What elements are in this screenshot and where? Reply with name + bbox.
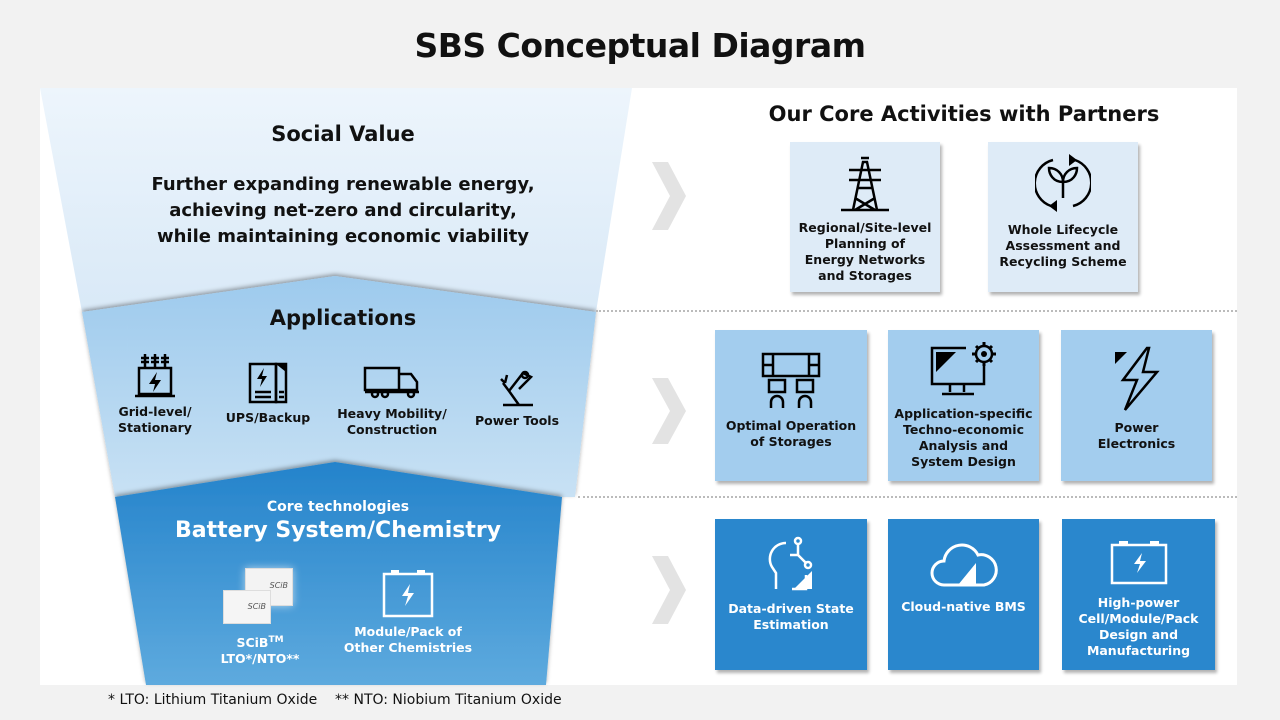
- activity-label: Application-specific: [894, 406, 1033, 421]
- text-line: achieving net-zero and circularity,: [169, 200, 517, 221]
- activity-label: Electronics: [1097, 436, 1176, 451]
- page-title: SBS Conceptual Diagram: [414, 26, 866, 65]
- battery-icon: [1110, 541, 1167, 585]
- activity-label: Cell/Module/Pack: [1078, 611, 1199, 626]
- activity-cloud-bms: Cloud-native BMS: [888, 519, 1039, 670]
- activity-label: Data-driven State: [728, 601, 854, 616]
- application-power-tools: Power Tools: [462, 367, 572, 429]
- cloud-icon: [930, 543, 998, 587]
- activity-lifecycle: Whole Lifecycle Assessment and Recycling…: [988, 142, 1138, 292]
- lightning-icon: [1114, 346, 1160, 411]
- social-value-heading: Social Value: [271, 122, 415, 146]
- application-grid-level: Grid-level/ Stationary: [100, 352, 210, 436]
- activity-techno-economic: Application-specific Techno-economic Ana…: [888, 330, 1039, 481]
- arrow-icons: [652, 162, 686, 624]
- funnel-tier-social-value: [40, 88, 632, 312]
- app-label: Stationary: [118, 420, 192, 435]
- scib-cells-image: SCiB SCiB: [215, 560, 305, 624]
- battery-icon: [382, 570, 434, 618]
- divider: [578, 496, 1237, 498]
- recycle-plant-icon: [1035, 154, 1091, 212]
- activity-label: Whole Lifecycle: [1007, 222, 1119, 237]
- activity-label: Analysis and: [918, 438, 1009, 453]
- app-label: UPS/Backup: [225, 410, 311, 425]
- arrow-right-icon: [652, 556, 686, 624]
- application-heavy-mobility: Heavy Mobility/ Construction: [336, 364, 448, 438]
- activity-label: Cloud-native BMS: [901, 599, 1026, 614]
- activity-label: Techno-economic: [902, 422, 1024, 437]
- activity-power-electronics: Power Electronics: [1061, 330, 1212, 481]
- footnote: * LTO: Lithium Titanium Oxide ** NTO: Ni…: [108, 692, 562, 708]
- funnel-tier-core: [115, 462, 562, 685]
- ai-head-icon: [768, 536, 813, 591]
- scib-label: SCiB: [236, 635, 269, 651]
- activity-label: of Storages: [750, 434, 832, 449]
- activity-label: Planning of: [824, 236, 906, 251]
- activity-label: Energy Networks: [804, 252, 926, 267]
- activities-heading: Our Core Activities with Partners: [768, 102, 1160, 126]
- app-label: Construction: [346, 422, 438, 437]
- activity-label: Optimal Operation: [725, 418, 857, 433]
- core-label: Other Chemistries: [343, 640, 473, 655]
- core-subheading: Core technologies: [266, 499, 410, 515]
- activity-optimal-operation: Optimal Operation of Storages: [715, 330, 867, 481]
- application-ups: UPS/Backup: [213, 362, 323, 426]
- text-line: Further expanding renewable energy,: [151, 174, 535, 195]
- monitor-gear-icon: [930, 342, 996, 396]
- activity-label: High-power: [1097, 595, 1180, 610]
- core-label: Module/Pack of: [354, 624, 462, 639]
- ups-icon: [248, 362, 288, 404]
- trademark: TM: [268, 635, 284, 645]
- app-label: Power Tools: [474, 413, 560, 428]
- activity-battery-design: High-power Cell/Module/Pack Design and M…: [1062, 519, 1215, 670]
- robot-arm-icon: [500, 370, 534, 407]
- activity-label: Recycling Scheme: [999, 254, 1127, 269]
- core-heading: Battery System/Chemistry: [174, 518, 502, 543]
- power-tower-icon: [841, 156, 889, 212]
- arrow-right-icon: [652, 378, 686, 444]
- social-value-text: Further expanding renewable energy, achi…: [123, 172, 563, 250]
- activity-label: and Storages: [818, 268, 912, 283]
- activity-state-estimation: Data-driven State Estimation: [715, 519, 867, 670]
- arrow-right-icon: [652, 162, 686, 230]
- scib-logo: SCiB: [247, 602, 266, 611]
- truck-icon: [363, 366, 419, 399]
- core-item-other: Module/Pack of Other Chemistries: [343, 568, 473, 656]
- applications-heading: Applications: [269, 306, 417, 330]
- activity-label: Regional/Site-level: [798, 220, 932, 235]
- app-label: Grid-level/: [118, 404, 192, 419]
- activity-label: Manufacturing: [1086, 643, 1191, 658]
- funnel-tier-applications: [82, 276, 596, 497]
- divider: [596, 310, 1237, 312]
- grid-transformer-icon: [135, 354, 175, 398]
- text-line: while maintaining economic viability: [156, 226, 530, 247]
- scib-logo: SCiB: [269, 581, 288, 590]
- control-room-icon: [761, 352, 821, 408]
- app-label: Heavy Mobility/: [337, 406, 447, 421]
- activity-planning: Regional/Site-level Planning of Energy N…: [790, 142, 940, 292]
- scib-chemistry: LTO*/NTO**: [220, 651, 300, 667]
- activity-label: System Design: [911, 454, 1016, 469]
- activity-label: Estimation: [753, 617, 829, 632]
- core-item-scib: SCiBTM LTO*/NTO**: [205, 632, 315, 667]
- activity-label: Design and: [1098, 627, 1179, 642]
- activity-label: Power: [1114, 420, 1159, 435]
- activity-label: Assessment and: [1005, 238, 1121, 253]
